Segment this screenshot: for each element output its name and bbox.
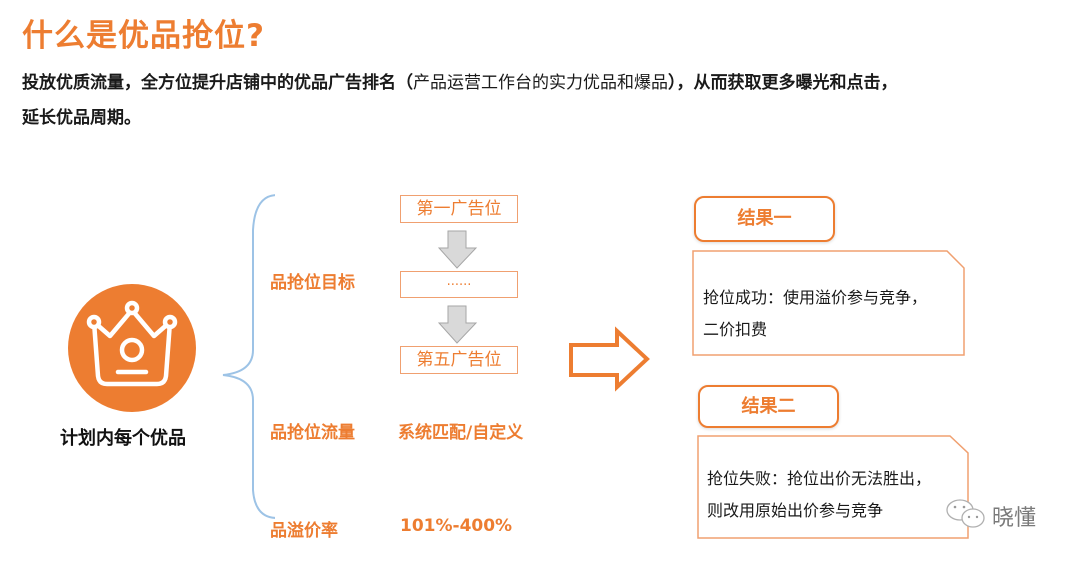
down-arrow-icon: [438, 230, 478, 269]
watermark-text: 晓懂: [992, 506, 1037, 531]
premium-label: 品溢价率: [270, 521, 338, 541]
result-one-line-1: 抢位成功：使用溢价参与竞争，: [703, 288, 928, 307]
result-two-line-1: 抢位失败：抢位出价无法胜出，: [707, 469, 932, 488]
page-title: 什么是优品抢位?: [22, 18, 265, 54]
curly-bracket-icon: [222, 194, 275, 519]
down-arrow-icon: [438, 305, 478, 344]
item-label: 计划内每个优品: [60, 428, 186, 449]
result-two-line-2: 则改用原始出价参与竞争: [707, 501, 884, 520]
result-two-text: 抢位失败：抢位出价无法胜出， 则改用原始出价参与竞争: [707, 463, 931, 527]
premium-value: 101%-400%: [400, 516, 513, 536]
subtitle-bold-2: ），从而获取更多曝光和点击，: [668, 73, 898, 93]
crown-icon: [86, 300, 178, 387]
wechat-icon: [946, 499, 985, 528]
result-one-card: [692, 250, 965, 356]
result-two-tag: 结果二: [698, 385, 839, 428]
step-box-middle: ......: [400, 271, 518, 298]
target-label: 品抢位目标: [270, 273, 355, 293]
result-two-card: [697, 435, 969, 539]
step-box-fifth: 第五广告位: [400, 346, 518, 374]
right-arrow-icon: [569, 326, 650, 392]
result-one-text: 抢位成功：使用溢价参与竞争， 二价扣费: [703, 282, 927, 346]
result-one-line-2: 二价扣费: [703, 320, 768, 339]
page-subtitle: 投放优质流量，全方位提升店铺中的优品广告排名（产品运营工作台的实力优品和爆品），…: [22, 66, 1067, 136]
result-one-tag: 结果一: [694, 196, 835, 242]
crown-badge: [68, 284, 196, 412]
traffic-label: 品抢位流量: [270, 423, 355, 443]
subtitle-normal: 产品运营工作台的实力优品和爆品: [413, 73, 668, 93]
step-box-first: 第一广告位: [400, 195, 518, 223]
subtitle-line-2: 延长优品周期。: [22, 108, 141, 128]
subtitle-bold-1: 投放优质流量，全方位提升店铺中的优品广告排名（: [22, 73, 413, 93]
traffic-value: 系统匹配/自定义: [398, 423, 524, 443]
